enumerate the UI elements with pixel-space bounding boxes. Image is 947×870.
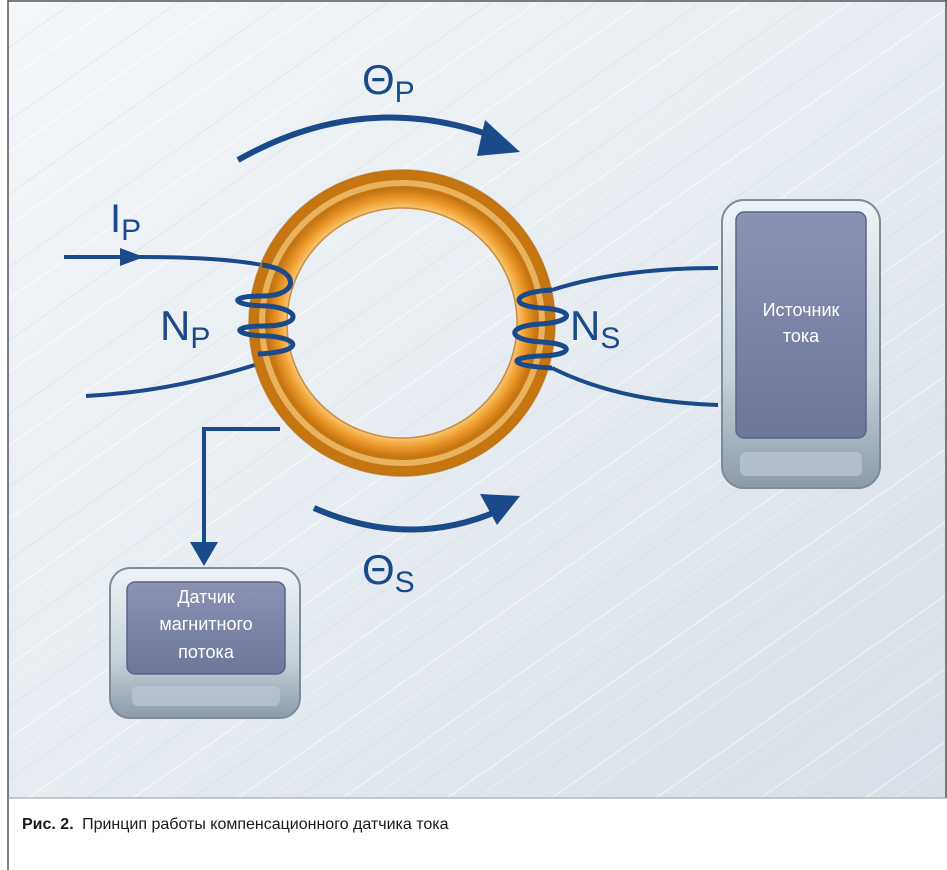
np-symbol: N [160,302,190,349]
secondary-wire-bottom [551,366,719,407]
theta-s-arrow [312,505,502,533]
theta-s-symbol: Θ [362,546,395,593]
theta-s-subscript: S [395,566,415,599]
ip-symbol: I [110,197,121,241]
caption-label: Рис. 2. [22,816,74,833]
theta-p-arrowhead [477,120,520,156]
theta-s-arrowhead [480,494,520,525]
current-source-line1: Источник [763,300,840,320]
primary-winding [235,262,296,357]
current-source-line2: тока [783,326,820,346]
ns-label: NS [570,302,620,355]
flux-sensor-line2: магнитного [159,614,252,634]
ip-arrowhead [120,248,144,266]
figure-caption: Рис. 2. Принцип работы компенсационного … [22,816,449,834]
flux-sensor-wire [202,427,280,545]
theta-p-arrow [236,114,500,163]
np-subscript: P [190,322,210,355]
ip-label: IP [110,197,141,247]
primary-wire-in [64,255,263,267]
flux-sensor-line1: Датчик [177,587,234,607]
theta-s-label: ΘS [362,546,415,599]
flux-sensor-box [109,567,301,719]
flux-sensor-arrowhead [190,542,218,566]
ip-subscript: P [121,214,141,247]
current-source-box [721,199,881,489]
ns-subscript: S [600,322,620,355]
np-label: NP [160,302,210,355]
flux-sensor-line3: потока [178,642,235,662]
ns-symbol: N [570,302,600,349]
theta-p-symbol: Θ [362,56,395,103]
secondary-wire-top [551,266,719,292]
primary-wire-out [85,362,259,398]
caption-text: Принцип работы компенсационного датчика … [82,816,449,833]
theta-p-label: ΘP [362,56,415,109]
secondary-winding [512,287,569,371]
theta-p-subscript: P [395,76,415,109]
